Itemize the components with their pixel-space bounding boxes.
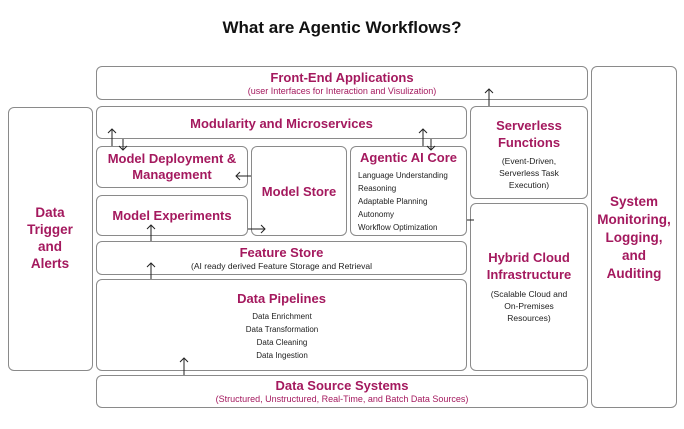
arrow-up-to-pipelines: [179, 357, 189, 375]
data-pipelines-title: Data Pipelines: [237, 291, 326, 306]
data-trigger-alerts-panel: Data Trigger and Alerts: [8, 107, 93, 371]
serverless-functions-title: Serverless Functions: [496, 118, 562, 150]
data-pipelines-stages: Data Enrichment Data Transformation Data…: [197, 310, 367, 362]
capability-item: Language Understanding: [358, 171, 448, 180]
capability-item: Adaptable Planning: [358, 197, 428, 206]
modularity-microservices-box: Modularity and Microservices: [96, 106, 467, 139]
pipeline-stage: Data Cleaning: [256, 338, 308, 347]
pipeline-stage: Data Transformation: [245, 325, 319, 334]
arrow-down-deployment-left: [118, 139, 128, 151]
model-experiments-title: Model Experiments: [112, 208, 232, 223]
hybrid-cloud-infrastructure-title: Hybrid Cloud Infrastructure: [486, 250, 572, 282]
feature-store-title: Feature Store: [239, 245, 324, 260]
arrow-up-modularity-right: [418, 128, 428, 146]
arrow-up-to-front-end: [484, 88, 494, 106]
data-source-systems-title: Data Source Systems: [275, 378, 409, 393]
capability-item: Reasoning: [358, 184, 397, 193]
front-end-applications-title: Front-End Applications: [270, 70, 414, 85]
arrow-up-to-feature-store: [146, 262, 156, 279]
agentic-ai-core-capabilities: Language Understanding Reasoning Adaptab…: [358, 169, 466, 234]
arrow-up-modularity-left: [107, 128, 117, 146]
serverless-functions-box: Serverless Functions (Event-Driven, Serv…: [470, 106, 588, 199]
data-trigger-alerts-label: Data Trigger and Alerts: [27, 205, 73, 271]
arrow-right-to-model-store: [248, 224, 266, 234]
arrow-up-to-experiments: [146, 224, 156, 241]
data-pipelines-box: Data Pipelines Data Enrichment Data Tran…: [96, 279, 467, 371]
diagram-title: What are Agentic Workflows?: [222, 18, 462, 37]
model-store-title: Model Store: [261, 184, 337, 199]
feature-store-subtitle: (AI ready derived Feature Storage and Re…: [191, 261, 372, 271]
data-source-systems-box: Data Source Systems (Structured, Unstruc…: [96, 375, 588, 408]
system-monitoring-label: System Monitoring, Logging, and Auditing: [597, 194, 671, 281]
agentic-ai-core-box: Agentic AI Core Language Understanding R…: [350, 146, 467, 236]
hybrid-cloud-infrastructure-box: Hybrid Cloud Infrastructure (Scalable Cl…: [470, 203, 588, 371]
front-end-applications-subtitle: (user Interfaces for Interaction and Vis…: [247, 86, 437, 96]
arrow-left-to-deployment: [235, 171, 251, 181]
model-store-box: Model Store: [251, 146, 347, 236]
capability-item: Autonomy: [358, 210, 395, 219]
data-source-systems-subtitle: (Structured, Unstructured, Real-Time, an…: [215, 394, 469, 404]
feature-store-box: Feature Store (AI ready derived Feature …: [96, 241, 467, 275]
agentic-ai-core-title: Agentic AI Core: [359, 150, 458, 165]
hybrid-cloud-infrastructure-desc: (Scalable Cloud and On-Premises Resource…: [490, 289, 568, 323]
system-monitoring-panel: System Monitoring, Logging, and Auditing: [591, 66, 677, 408]
model-deployment-management-title: Model Deployment & Management: [107, 151, 237, 182]
serverless-functions-desc: (Event-Driven, Serverless Task Execution…: [499, 156, 559, 190]
capability-item: Workflow Optimization: [358, 223, 438, 232]
pipeline-stage: Data Enrichment: [252, 312, 312, 321]
modularity-microservices-title: Modularity and Microservices: [190, 116, 373, 131]
pipeline-stage: Data Ingestion: [256, 351, 308, 360]
model-deployment-management-box: Model Deployment & Management: [96, 146, 248, 188]
model-experiments-box: Model Experiments: [96, 195, 248, 236]
front-end-applications-box: Front-End Applications (user Interfaces …: [96, 66, 588, 100]
arrow-down-core-right: [426, 139, 436, 151]
